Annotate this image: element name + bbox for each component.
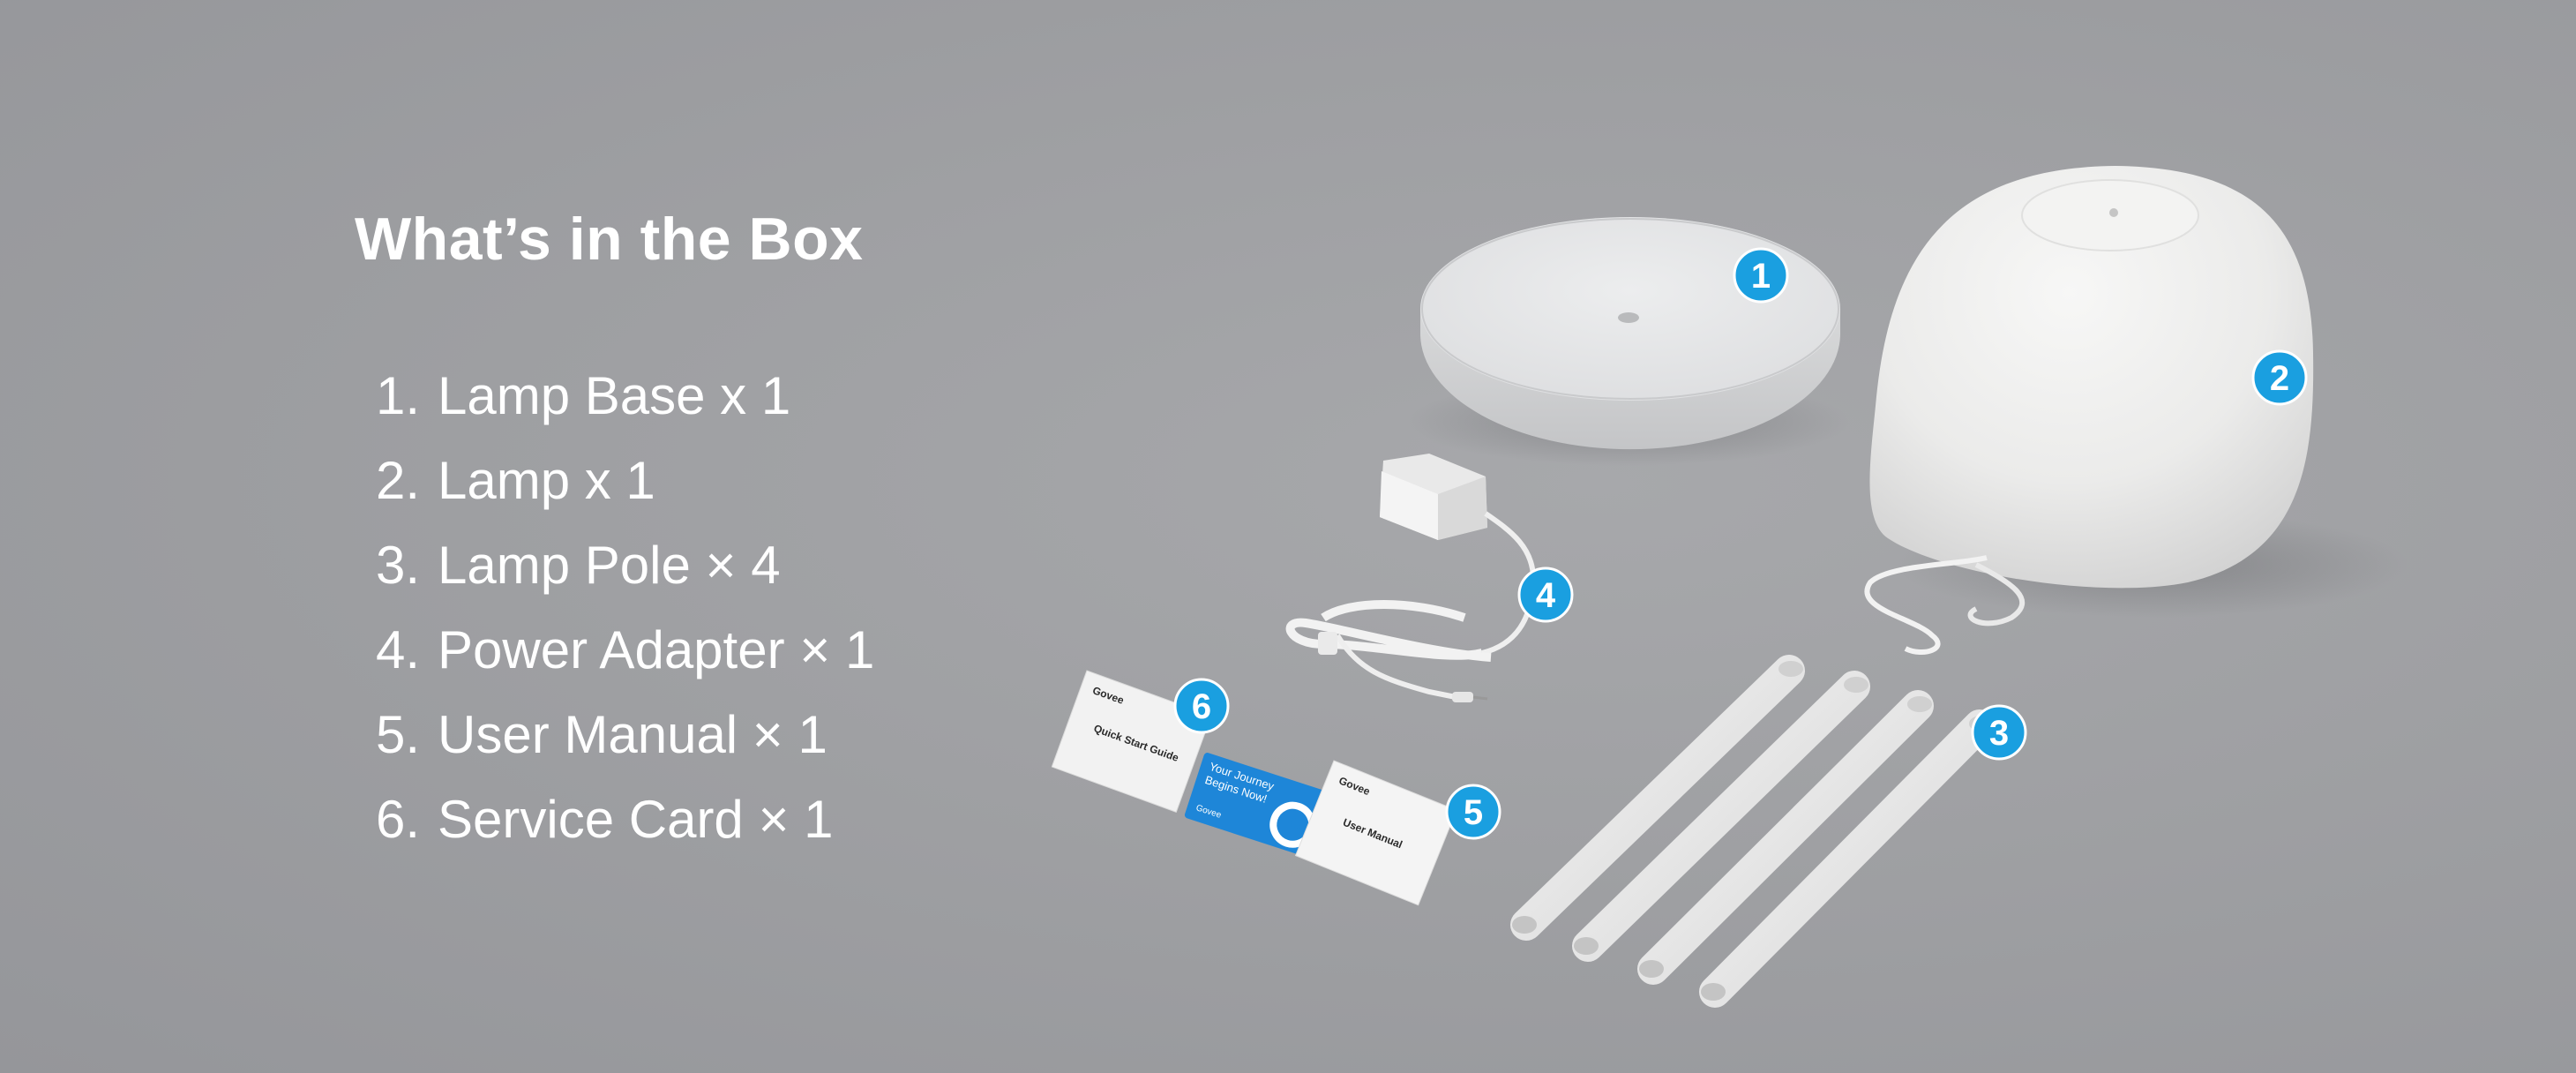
list-item: 4. Power Adapter × 1 xyxy=(335,607,874,692)
list-item: 1. Lamp Base x 1 xyxy=(335,353,874,438)
list-item: 6. Service Card × 1 xyxy=(335,777,874,861)
power-adapter xyxy=(1285,454,1537,702)
lamp-poles xyxy=(1510,655,1996,1008)
item-number: 5. xyxy=(375,704,420,764)
item-label: Lamp Base x 1 xyxy=(438,365,791,425)
item-number: 1. xyxy=(375,365,420,425)
callout-badge-6: 6 xyxy=(1173,678,1230,734)
callout-number: 2 xyxy=(2270,359,2289,398)
list-item: 2. Lamp x 1 xyxy=(335,438,874,522)
callout-number: 1 xyxy=(1751,257,1771,296)
callout-badge-2: 2 xyxy=(2251,349,2308,406)
lamp-base xyxy=(1408,217,1849,466)
lamp-pole xyxy=(1510,655,1805,941)
callout-badge-5: 5 xyxy=(1445,784,1501,840)
item-number: 2. xyxy=(375,450,420,510)
item-label: Power Adapter × 1 xyxy=(438,619,875,679)
user-manual-card: Govee User Manual xyxy=(1294,760,1457,906)
item-label: Lamp Pole × 4 xyxy=(438,535,781,595)
lamp-pole xyxy=(1637,690,1934,985)
lamp-pole xyxy=(1572,671,1870,962)
quick-start-guide-card: Govee Quick Start Guide xyxy=(1051,670,1212,813)
list-item: 5. User Manual × 1 xyxy=(335,692,874,777)
callout-badge-3: 3 xyxy=(1971,704,2027,761)
item-number: 4. xyxy=(375,619,420,679)
callout-number: 5 xyxy=(1464,793,1483,832)
list-item: 3. Lamp Pole × 4 xyxy=(335,522,874,607)
item-label: Lamp x 1 xyxy=(438,450,655,510)
callout-badge-4: 4 xyxy=(1517,567,1574,623)
callout-number: 3 xyxy=(1989,714,2009,753)
callout-badge-1: 1 xyxy=(1733,247,1789,304)
callout-number: 4 xyxy=(1536,576,1556,615)
item-label: User Manual × 1 xyxy=(438,704,827,764)
lamp-dome xyxy=(1864,166,2408,655)
box-contents-list: 1. Lamp Base x 1 2. Lamp x 1 3. Lamp Pole ×… xyxy=(335,353,874,861)
callout-number: 6 xyxy=(1192,687,1211,726)
page-title: What’s in the Box xyxy=(355,206,864,273)
item-label: Service Card × 1 xyxy=(438,789,834,849)
item-number: 6. xyxy=(375,789,420,849)
item-number: 3. xyxy=(375,535,420,595)
